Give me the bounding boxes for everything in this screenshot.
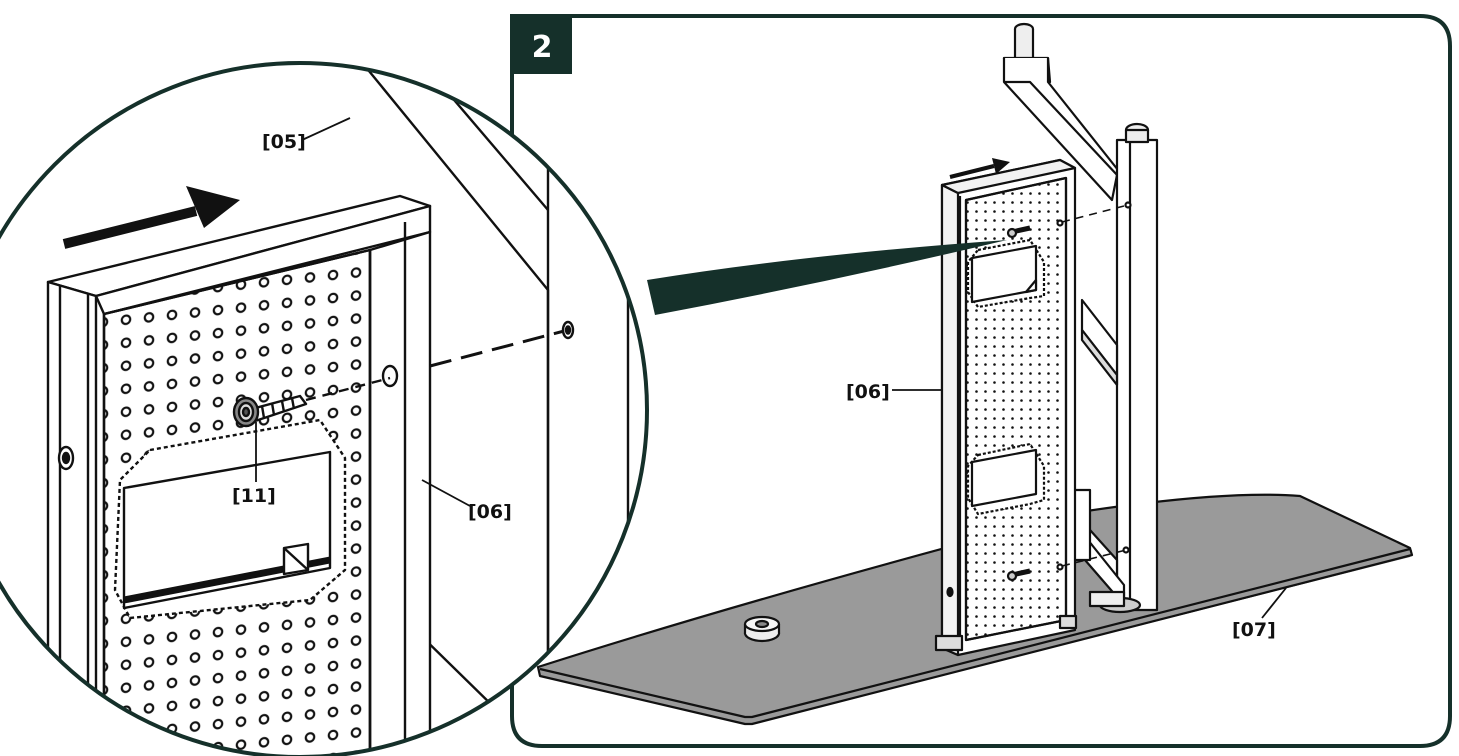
step-badge: 2: [512, 16, 572, 74]
zoom-connector: [647, 240, 1007, 315]
step-number: 2: [532, 30, 553, 65]
label-part-05: [05]: [262, 131, 306, 153]
foot-cap: [743, 615, 781, 643]
screw-icon: [232, 394, 308, 428]
detail-panel: [46, 194, 432, 756]
label-part-06-detail: [06]: [468, 501, 512, 523]
label-part-06-main: [06]: [846, 381, 890, 403]
detail-circle: [0, 61, 649, 756]
screw-upper: [1006, 225, 1031, 239]
label-part-11: [11]: [232, 485, 276, 507]
pegboard-panel: [934, 158, 1078, 657]
main-assembly: [536, 22, 1414, 726]
arrow-right-icon: [949, 158, 1010, 179]
leader-lines: [255, 117, 1287, 619]
arrow-right-icon: [62, 186, 240, 249]
step-frame: [510, 14, 1452, 748]
label-part-07: [07]: [1232, 619, 1276, 641]
upright-frame: [1002, 22, 1159, 614]
screw-lower: [1006, 568, 1031, 582]
